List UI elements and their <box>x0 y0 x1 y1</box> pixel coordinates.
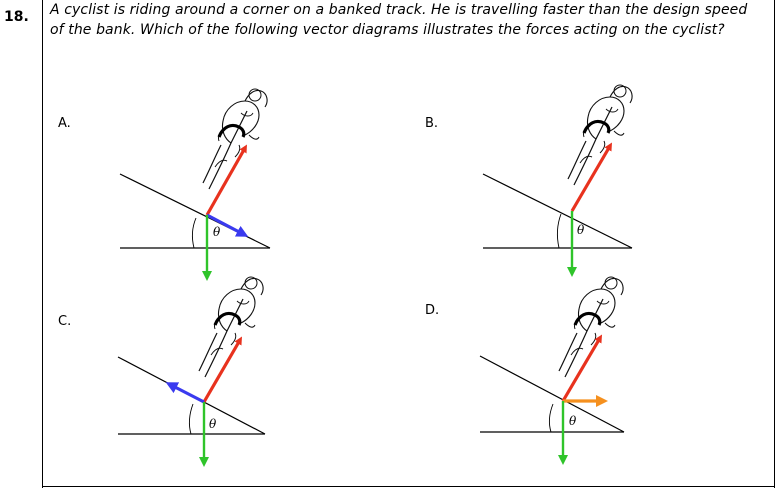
angle-arc <box>191 217 197 249</box>
friction-arrow <box>165 382 205 404</box>
option-a-label: A. <box>58 116 71 131</box>
normal-force-arrow <box>570 142 613 212</box>
theta-label: θ <box>577 223 585 237</box>
angle-arc <box>188 403 194 435</box>
cyclist-icon <box>566 83 634 187</box>
theta-label: θ <box>209 417 217 431</box>
column-divider <box>42 0 43 488</box>
diagram-d: θ <box>479 275 625 465</box>
cyclist-icon <box>197 275 265 379</box>
diagram-b: θ <box>482 83 634 277</box>
theta-label: θ <box>569 414 577 428</box>
bottom-border <box>42 486 775 487</box>
angle-arc <box>556 213 562 249</box>
question-text: A cyclist is riding around a corner on a… <box>50 0 770 40</box>
option-c-label: C. <box>58 314 72 329</box>
option-d-label: D. <box>425 303 440 318</box>
question-line-1: A cyclist is riding around a corner on a… <box>50 2 748 18</box>
angle-arc <box>548 403 554 433</box>
option-b-label: B. <box>425 116 439 131</box>
cyclist-icon <box>201 87 269 191</box>
cyclist-icon <box>557 275 625 379</box>
diagram-a: θ <box>119 87 271 281</box>
bank-slope <box>482 173 633 249</box>
theta-label: θ <box>213 225 221 239</box>
right-border <box>774 0 775 488</box>
normal-force-arrow <box>205 144 247 216</box>
bank-slope <box>479 355 625 433</box>
question-line-2: of the bank. Which of the following vect… <box>50 22 725 38</box>
normal-force-arrow <box>561 334 603 402</box>
diagram-c: θ <box>117 275 266 467</box>
question-number: 18. <box>4 9 29 25</box>
friction-arrow <box>206 213 249 237</box>
bank-slope <box>119 173 271 249</box>
normal-force-arrow <box>202 336 243 403</box>
